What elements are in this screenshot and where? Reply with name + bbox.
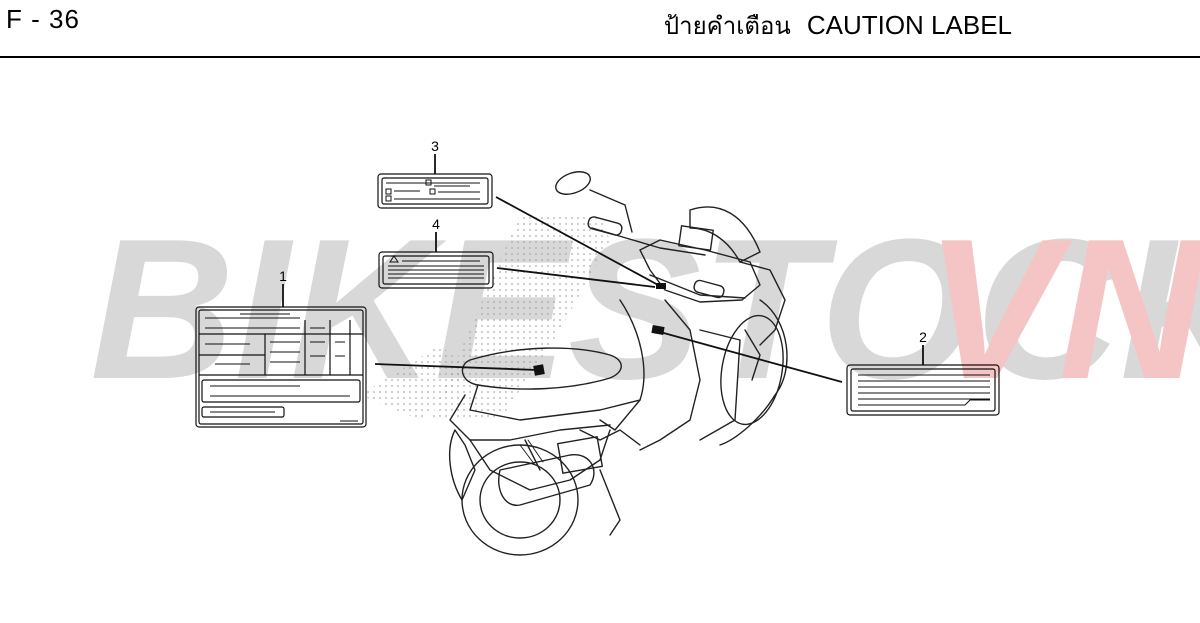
frame-shading	[360, 215, 610, 420]
page-title: ป้ายคำเตือน CAUTION LABEL	[664, 6, 1012, 45]
watermark-vn: VN	[925, 198, 1200, 421]
callout-2: 2	[919, 329, 927, 345]
callout-3: 3	[431, 138, 439, 154]
page-code: F - 36	[6, 4, 80, 34]
scooter-illustration	[449, 171, 788, 556]
caution-label-4	[378, 251, 494, 289]
caution-label-2	[846, 364, 1000, 416]
header-divider	[0, 56, 1200, 58]
callout-4: 4	[432, 216, 440, 232]
callout-1: 1	[279, 268, 287, 284]
caution-label-1	[195, 306, 367, 428]
page-title-thai: ป้ายคำเตือน	[663, 12, 791, 40]
leader-lines	[282, 154, 924, 383]
page-title-english: CAUTION LABEL	[806, 10, 1012, 40]
